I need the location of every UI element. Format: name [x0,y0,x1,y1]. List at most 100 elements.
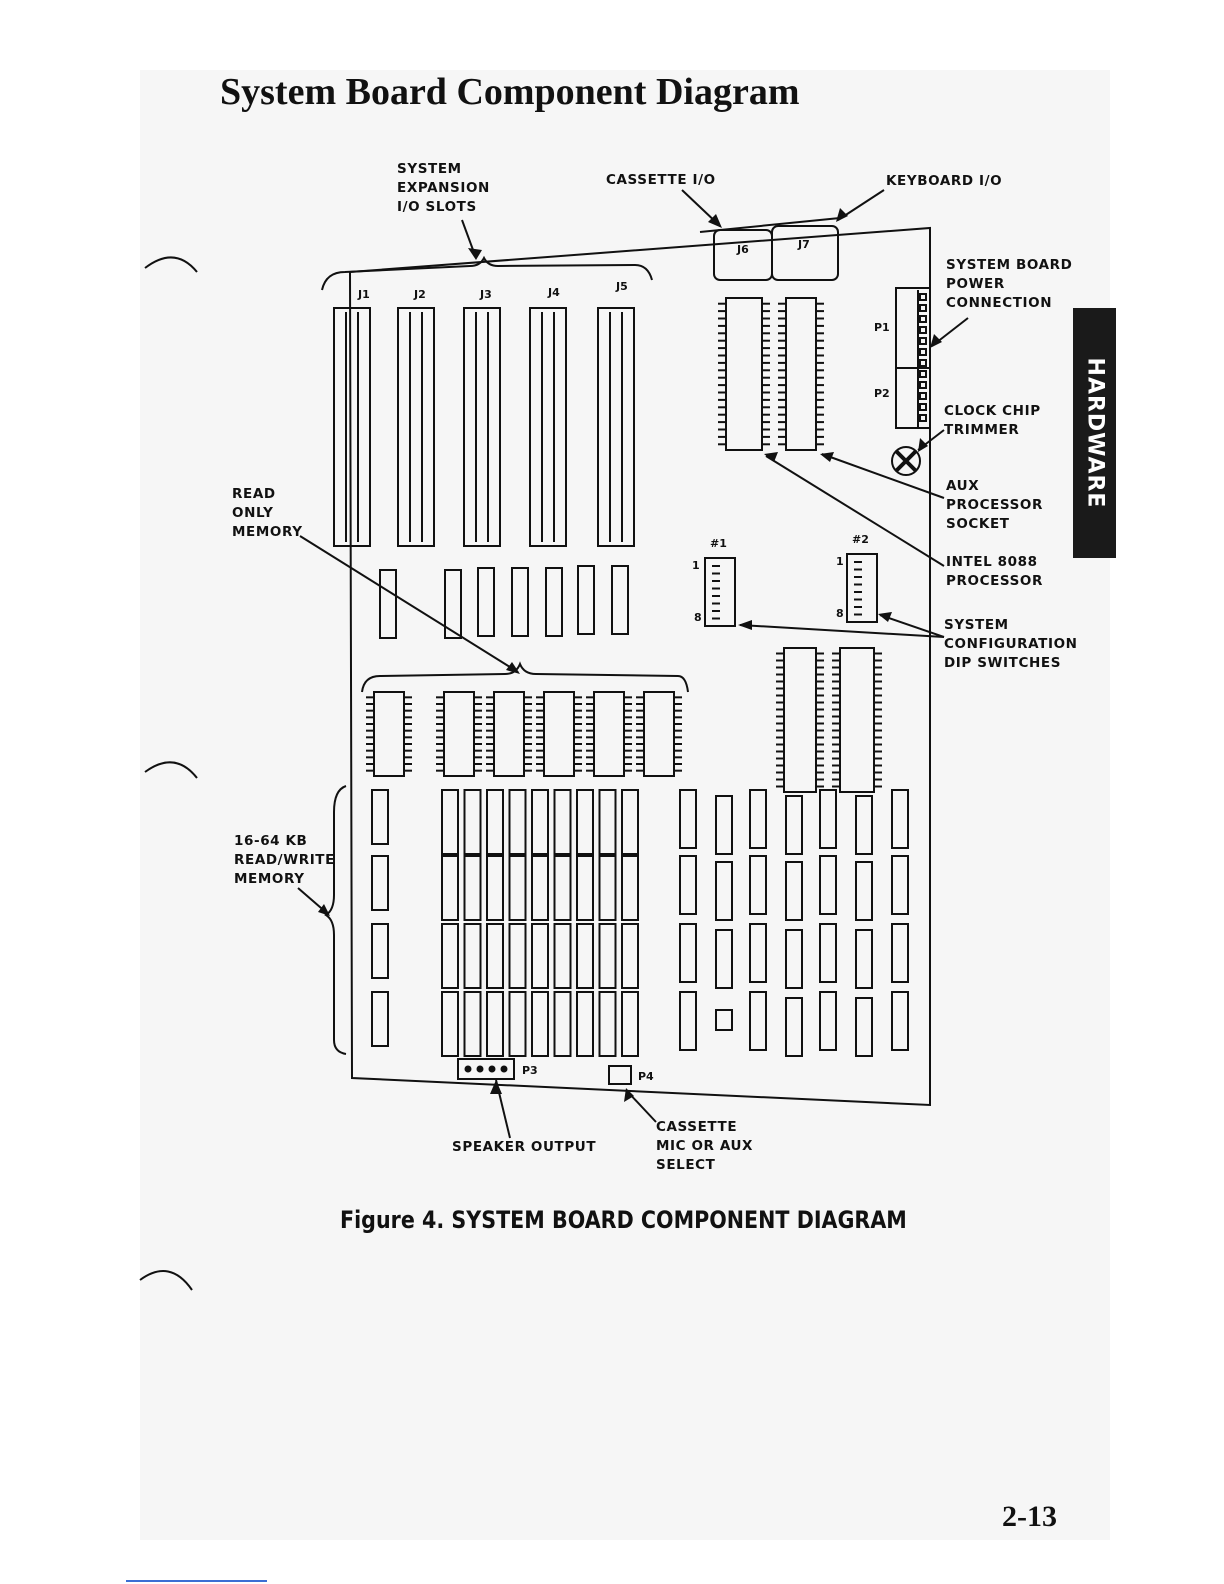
keyboard-io-label: KEYBOARD I/O [886,173,1003,189]
ram-chip [621,923,639,989]
ram-chip [486,789,504,855]
leader-line [299,535,519,673]
binding-mark [144,256,198,273]
slots-bracket [321,255,653,291]
dip-switch-2 [846,553,878,623]
ram-chip [598,991,617,1057]
p2-label: P2 [874,387,890,400]
p3-label: P3 [522,1064,538,1077]
ram-chip [621,991,639,1057]
expansion-slot [463,307,501,547]
ram-chip [531,789,549,855]
power-pin [919,381,927,389]
rom-chip [373,691,405,777]
ram-chip [508,789,527,855]
ram-chip [486,855,504,921]
leader-line [879,614,945,638]
rom-chip [593,691,625,777]
ram-chip [749,855,767,915]
rom-chip [643,691,675,777]
ram-brace [324,785,347,1055]
ram-chip [463,991,482,1057]
leader-line [739,624,945,638]
ram-chip [531,991,549,1057]
small-chip [379,569,397,639]
power-pin [919,293,927,301]
ram-chip [749,991,767,1051]
ram-chip [508,855,527,921]
ram-chip [621,789,639,855]
ram-chip [715,1009,733,1031]
power-pin [919,403,927,411]
j7-label: J7 [798,238,810,251]
ram-chip [785,997,803,1057]
ram-chip [463,789,482,855]
clock-trimmer [891,446,921,476]
power-connector-p2 [895,367,931,429]
small-chip [577,565,595,635]
pin-8-label: 8 [694,611,702,624]
ram-chip [819,789,837,849]
ram-chip [891,855,909,915]
large-ic [839,647,875,793]
pin-1-label: 1 [692,559,700,572]
slot-label: J5 [616,280,628,293]
pin-8-label: 8 [836,607,844,620]
small-chip [545,567,563,637]
power-pin [919,348,927,356]
ram-chip [855,795,873,855]
page-background [140,70,1110,1540]
expansion-slot [597,307,635,547]
ram-chip [679,923,697,983]
slot-label: J2 [414,288,426,301]
board-outline [348,226,931,1107]
ram-chip [785,861,803,921]
ram-chip [441,923,459,989]
power-pin [919,359,927,367]
ram-chip [463,855,482,921]
ram-chip [463,923,482,989]
ram-chip [486,991,504,1057]
ram-chip [576,923,594,989]
power-pin [919,326,927,334]
binding-mark [139,1270,193,1291]
power-pin [919,304,927,312]
power-pin [919,392,927,400]
ram-chip [371,855,389,911]
jumper-p4 [608,1065,632,1085]
ram-chip [679,789,697,849]
section-tab: HARDWARE [1073,308,1116,558]
expansion-slot [333,307,371,547]
slot-label: J1 [358,288,370,301]
leader-line [765,455,945,567]
power-pin [919,414,927,422]
ram-chip [679,855,697,915]
ram-chip [553,789,572,855]
small-chip [611,565,629,635]
ram-chip [891,923,909,983]
ram-chip [819,991,837,1051]
ram-chip [508,923,527,989]
ram-chip [855,861,873,921]
rom-chip [493,691,525,777]
ram-chip [576,991,594,1057]
ram-chip [855,997,873,1057]
ram-chip [715,795,733,855]
p3-pin [464,1065,472,1073]
ram-chip [749,923,767,983]
slot-label: J4 [548,286,560,299]
ram-chip [785,795,803,855]
figure-caption: Figure 4. SYSTEM BOARD COMPONENT DIAGRAM [340,1206,907,1234]
slot-label: J3 [480,288,492,301]
ram-chip [598,789,617,855]
leader-line [821,453,945,499]
small-chip [477,567,495,637]
ram-chip [715,929,733,989]
